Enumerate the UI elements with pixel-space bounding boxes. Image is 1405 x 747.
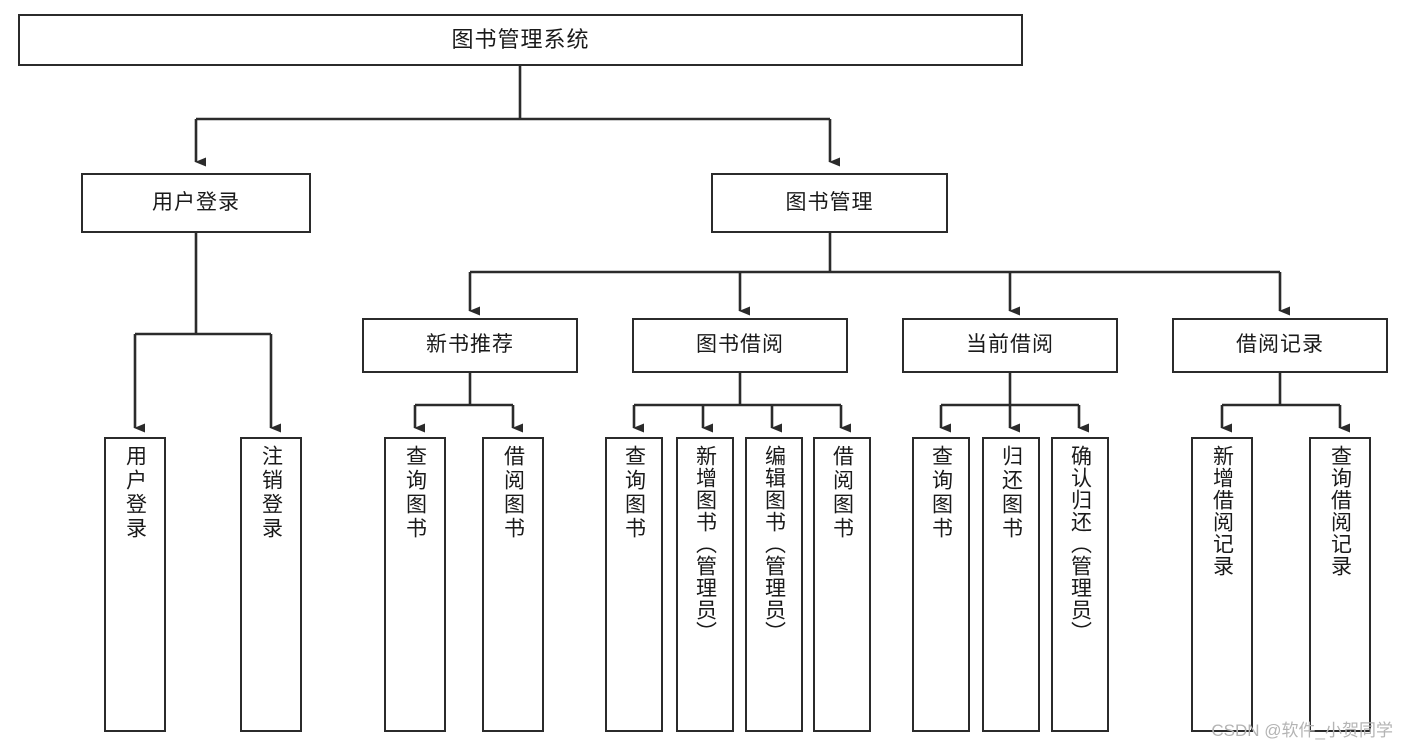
node-new-book-recommend[interactable]: 新书推荐: [362, 318, 578, 373]
leaf-current-borrow-confirm[interactable]: 确认归还（管理员）: [1051, 437, 1109, 732]
node-book-management[interactable]: 图书管理: [711, 173, 948, 233]
leaf-borrow-record-add[interactable]: 新增借阅记录: [1191, 437, 1253, 732]
leaf-current-borrow-return[interactable]: 归还图书: [982, 437, 1040, 732]
node-borrow-record-label: 借阅记录: [1236, 333, 1324, 357]
leaf-user-login-logout[interactable]: 注销登录: [240, 437, 302, 732]
leaf-new-book-query[interactable]: 查询图书: [384, 437, 446, 732]
node-book-management-label: 图书管理: [785, 190, 874, 214]
leaf-current-borrow-query-label: 查询图书: [929, 445, 953, 541]
leaf-user-login-login[interactable]: 用户登录: [104, 437, 166, 732]
leaf-new-book-query-label: 查询图书: [403, 445, 427, 541]
node-book-borrow[interactable]: 图书借阅: [632, 318, 848, 373]
node-current-borrow-label: 当前借阅: [966, 333, 1054, 357]
leaf-book-borrow-add-label: 新增图书（管理员）: [693, 445, 717, 643]
node-root-system-label: 图书管理系统: [451, 27, 590, 53]
leaf-book-borrow-edit-label: 编辑图书（管理员）: [762, 445, 786, 643]
leaf-book-borrow-borrow-label: 借阅图书: [830, 445, 854, 541]
leaf-user-login-login-label: 用户登录: [123, 445, 147, 541]
node-book-borrow-label: 图书借阅: [696, 333, 784, 357]
watermark-text: CSDN @软件_小贺同学: [1211, 721, 1393, 740]
node-root-system[interactable]: 图书管理系统: [18, 14, 1023, 66]
leaf-borrow-record-query-label: 查询借阅记录: [1328, 445, 1352, 577]
leaf-book-borrow-query-label: 查询图书: [622, 445, 646, 541]
leaf-new-book-borrow-label: 借阅图书: [501, 445, 525, 541]
leaf-borrow-record-add-label: 新增借阅记录: [1210, 445, 1234, 577]
node-user-login-label: 用户登录: [152, 190, 240, 214]
leaf-current-borrow-return-label: 归还图书: [999, 445, 1023, 541]
leaf-book-borrow-add[interactable]: 新增图书（管理员）: [676, 437, 734, 732]
leaf-book-borrow-edit[interactable]: 编辑图书（管理员）: [745, 437, 803, 732]
node-current-borrow[interactable]: 当前借阅: [902, 318, 1118, 373]
leaf-new-book-borrow[interactable]: 借阅图书: [482, 437, 544, 732]
node-user-login[interactable]: 用户登录: [81, 173, 311, 233]
node-borrow-record[interactable]: 借阅记录: [1172, 318, 1388, 373]
leaf-current-borrow-query[interactable]: 查询图书: [912, 437, 970, 732]
leaf-user-login-logout-label: 注销登录: [259, 445, 283, 541]
node-new-book-recommend-label: 新书推荐: [426, 333, 514, 357]
leaf-book-borrow-query[interactable]: 查询图书: [605, 437, 663, 732]
leaf-borrow-record-query[interactable]: 查询借阅记录: [1309, 437, 1371, 732]
leaf-book-borrow-borrow[interactable]: 借阅图书: [813, 437, 871, 732]
leaf-current-borrow-confirm-label: 确认归还（管理员）: [1068, 445, 1092, 643]
